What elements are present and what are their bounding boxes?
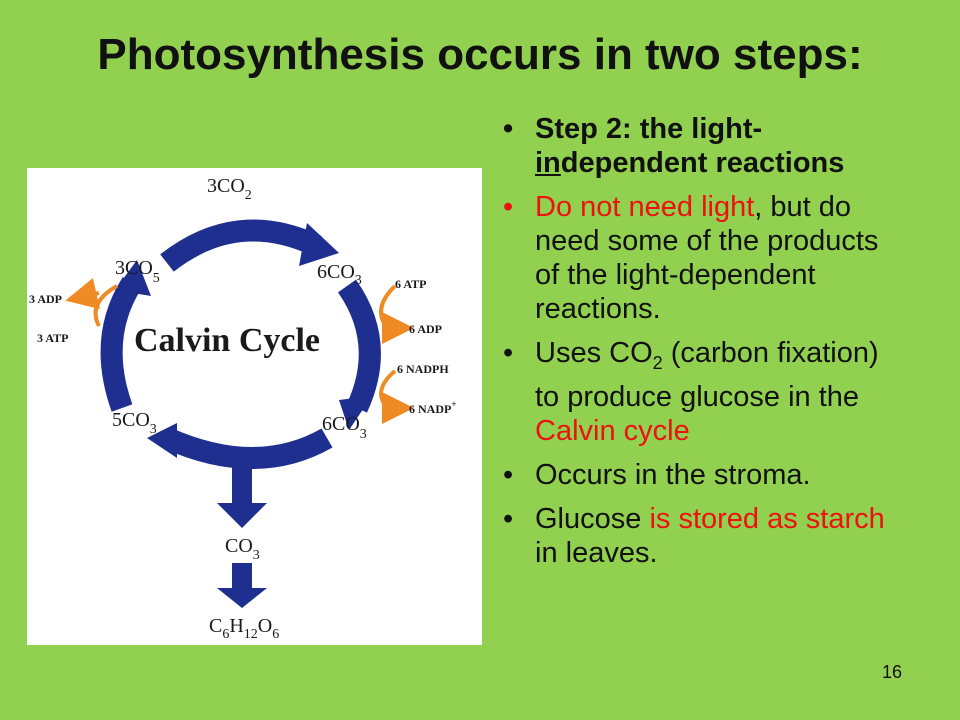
bullet-no-light-red: Do not need light [535, 191, 755, 223]
bullet-co2-pre: Uses CO [535, 337, 653, 369]
arrowhead-right [339, 396, 372, 430]
arc-left [100, 277, 142, 412]
slide-title: Photosynthesis occurs in two steps: [97, 30, 863, 79]
arc-top [160, 219, 322, 272]
calvin-cycle-label: Calvin Cycle [134, 322, 320, 359]
bullet-step2-part2: dependent reactions [560, 147, 845, 179]
bullet-glucose-pre: Glucose [535, 502, 650, 535]
bullet-glucose-post: in leaves. [535, 536, 658, 569]
arrowhead-bottom [147, 423, 177, 458]
label-upper-left: 3CO5 [115, 257, 160, 286]
bullet-co2-red: Calvin cycle [535, 414, 690, 447]
slide-number: 16 [882, 662, 903, 682]
bullet-list: Step 2: the light- independent reactions… [500, 112, 900, 580]
right-side-arrows [379, 284, 414, 424]
label-6nadp: 6 NADP+ [409, 399, 456, 416]
bullet-uses-co2: Uses CO2 (carbon fixation) to produce gl… [500, 336, 900, 448]
cycle-arrowheads [115, 223, 372, 458]
bullet-step2-part1: Step 2: the light- [535, 113, 763, 145]
bullet-stroma: Occurs in the stroma. [500, 458, 900, 492]
bullet-step2: Step 2: the light- independent reactions [500, 112, 900, 180]
label-top: 3CO2 [207, 175, 252, 203]
label-3atp: 3 ATP [37, 331, 68, 345]
label-6adp: 6 ADP [409, 322, 442, 336]
right-atp-curve [379, 284, 397, 330]
left-side-arrows [65, 277, 119, 327]
bullet-no-light-rest: , but do need some of the products of th… [535, 191, 879, 325]
left-out-arrow [65, 277, 101, 310]
right-nadph-curve [379, 369, 397, 410]
calvin-cycle-svg: Calvin Cycle 3CO2 6CO3 3CO5 6CO3 5CO3 CO… [29, 175, 456, 642]
arrowhead-left [115, 260, 151, 296]
bullet-co2-mid: (carbon fixation) to produce glucose in … [535, 337, 879, 413]
arrow-to-co3 [217, 453, 267, 528]
label-upper-right: 6CO3 [317, 261, 362, 288]
label-co3: CO3 [225, 535, 260, 563]
bullet-glucose-red: is stored as starch [649, 502, 885, 535]
bullet-glucose: Glucose is stored as starch in leaves. [500, 502, 900, 570]
bullet-step2-underlined: in [535, 147, 561, 179]
bullet-co2-sub: 2 [652, 352, 663, 373]
label-lower-left: 5CO3 [112, 409, 157, 437]
label-3adp: 3 ADP [29, 292, 62, 306]
bullet-stroma-text: Occurs in the stroma. [535, 458, 811, 491]
label-6atp: 6 ATP [395, 277, 426, 291]
label-6nadph: 6 NADPH [397, 362, 449, 376]
arc-right [337, 279, 381, 413]
bullet-no-light: Do not need light, but do need some of t… [500, 190, 900, 326]
output-arrows [217, 453, 267, 608]
label-glucose: C6H12O6 [209, 615, 279, 642]
arrow-to-glucose [217, 563, 267, 608]
calvin-cycle-diagram: Calvin Cycle 3CO2 6CO3 3CO5 6CO3 5CO3 CO… [27, 168, 482, 645]
label-lower-right: 6CO3 [322, 413, 367, 442]
arrowhead-top [299, 223, 339, 266]
